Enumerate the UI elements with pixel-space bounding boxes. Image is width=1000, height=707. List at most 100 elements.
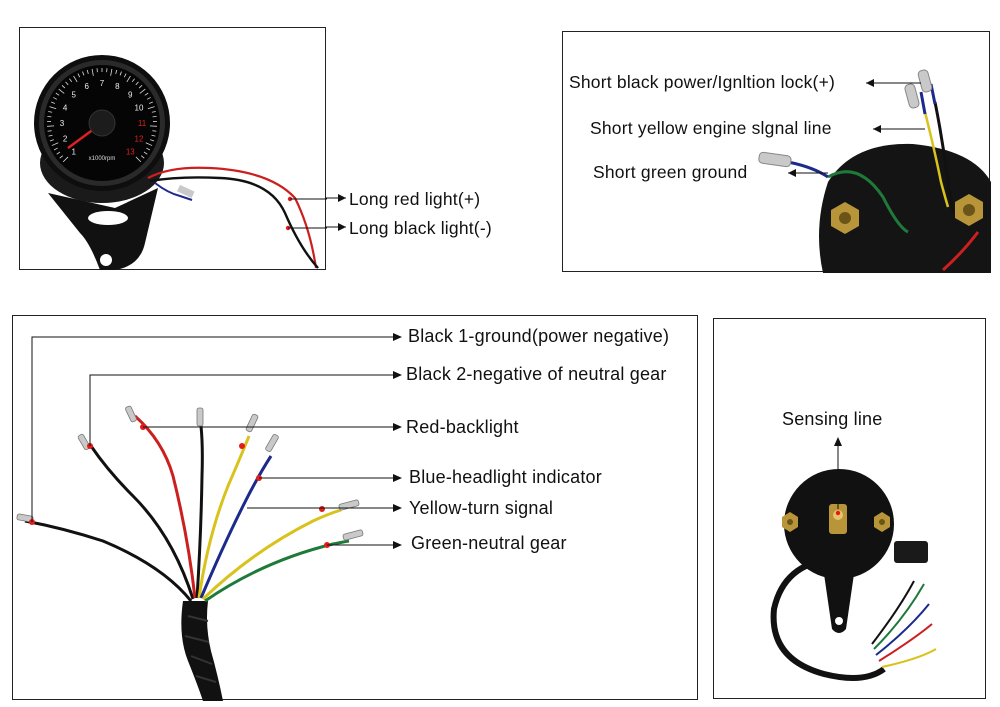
red-light-wire [147,166,318,269]
dial-tick [138,85,143,89]
rear-wires-illustration [758,69,991,273]
dial-tick [143,151,148,155]
label-long-black-light: Long black light(-) [349,218,492,238]
connector-tips [16,405,364,541]
dial-tick [110,68,113,76]
label-long-red-light: Long red light(+) [349,189,481,209]
dial-tick [146,97,151,100]
dial-tick [148,101,153,104]
dial-tick [58,88,65,94]
dial-tick [151,111,156,113]
dial-tick [152,130,157,132]
label-sensing-line: Sensing line [782,409,883,429]
sensor-illustration [770,437,937,681]
gauge-hub [88,109,116,137]
label-short-black-power: Short black power/Ignltion lock(+) [569,72,836,92]
blue-wire-s [875,603,930,656]
black-leader-arrow [866,79,874,87]
dial-tick [139,88,146,94]
dial-number: 11 [138,119,147,128]
dial-tick [61,85,66,89]
left-stud [831,202,859,234]
label-black1-ground: Black 1-ground(power negative) [408,326,670,346]
label-short-green-ground: Short green ground [593,162,748,182]
dial-unit-label: x1000rpm [89,156,116,162]
label-yellow-turn: Yellow-turn signal [409,498,554,518]
dial-tick [62,156,69,163]
bracket-hole [100,254,112,266]
dial-tick [55,92,60,96]
mount-bracket [48,188,158,270]
dial-tick [126,75,131,83]
dial-number: 10 [135,104,144,113]
dial-tick [144,92,149,96]
harness-illustration [16,333,402,701]
bracket-hole [835,617,843,625]
sensing-line-panel: Sensing line [713,318,986,699]
dial-tick [77,73,81,78]
black-light-wire [149,176,319,269]
dial-tick [123,73,127,78]
blue-wire-stub [154,182,193,201]
dial-tick [131,78,135,83]
bottom-bracket [824,574,854,633]
dial-number: 4 [63,104,68,113]
dial-number: 7 [100,79,105,88]
dial-number: 9 [128,91,133,100]
red-wire-back [941,231,980,272]
dial-tick [59,155,64,159]
label-short-yellow-signal: Short yellow engine slgnal line [590,118,832,138]
dial-tick [49,106,57,110]
gauge-ticks [47,68,157,163]
dial-number: 2 [63,134,68,143]
dial-tick [47,130,52,132]
dial-tick [135,81,139,86]
sleeve-wrap [184,615,217,683]
dial-number: 6 [84,82,89,91]
dial-tick [51,101,56,104]
yellow-upper-wire [197,435,251,599]
right-stud [955,194,983,226]
dial-tick [119,71,122,76]
leader-arrows [393,333,402,549]
dial-tick [48,134,53,137]
dial-tick [147,106,155,110]
dial-tick [69,78,73,83]
side-connector [894,541,928,563]
black-wire-s [871,580,915,645]
yellow-wire-sleeve [919,91,927,115]
green-leader-arrow [788,169,796,177]
dial-number: 5 [71,91,76,100]
green-wire [204,539,350,603]
dial-tick [145,142,153,146]
bracket-slot [88,211,128,225]
dial-tick [135,156,142,163]
green-ground-wire [827,170,909,234]
red-leader-ext-arrow [338,194,346,202]
yellow-signal-wire [923,111,950,208]
label-black2-neutral: Black 2-negative of neutral gear [406,364,667,384]
yellow-wire-connector [904,83,920,109]
dial-number: 13 [126,147,135,156]
label-markers [29,424,330,548]
yellow-wire [201,508,342,601]
yellow-leader-arrow [873,125,881,133]
sensing-leader-arrow [834,437,842,446]
label-green-neutral: Green-neutral gear [411,533,567,553]
dial-tick [91,68,94,76]
dial-tick [82,71,85,76]
black-leader-ext-arrow [338,223,346,231]
green-wire-connector [758,151,792,168]
leader-lines [31,336,396,546]
rear-wires-panel: Short black power/Ignltion lock(+) Short… [562,31,991,273]
dial-tick [49,139,54,142]
black-power-wire [933,101,955,213]
black1-wire [24,519,193,602]
dial-number: 12 [135,134,144,143]
blue-wire [199,455,273,599]
red-wire [134,414,197,599]
dial-tick [151,134,156,137]
